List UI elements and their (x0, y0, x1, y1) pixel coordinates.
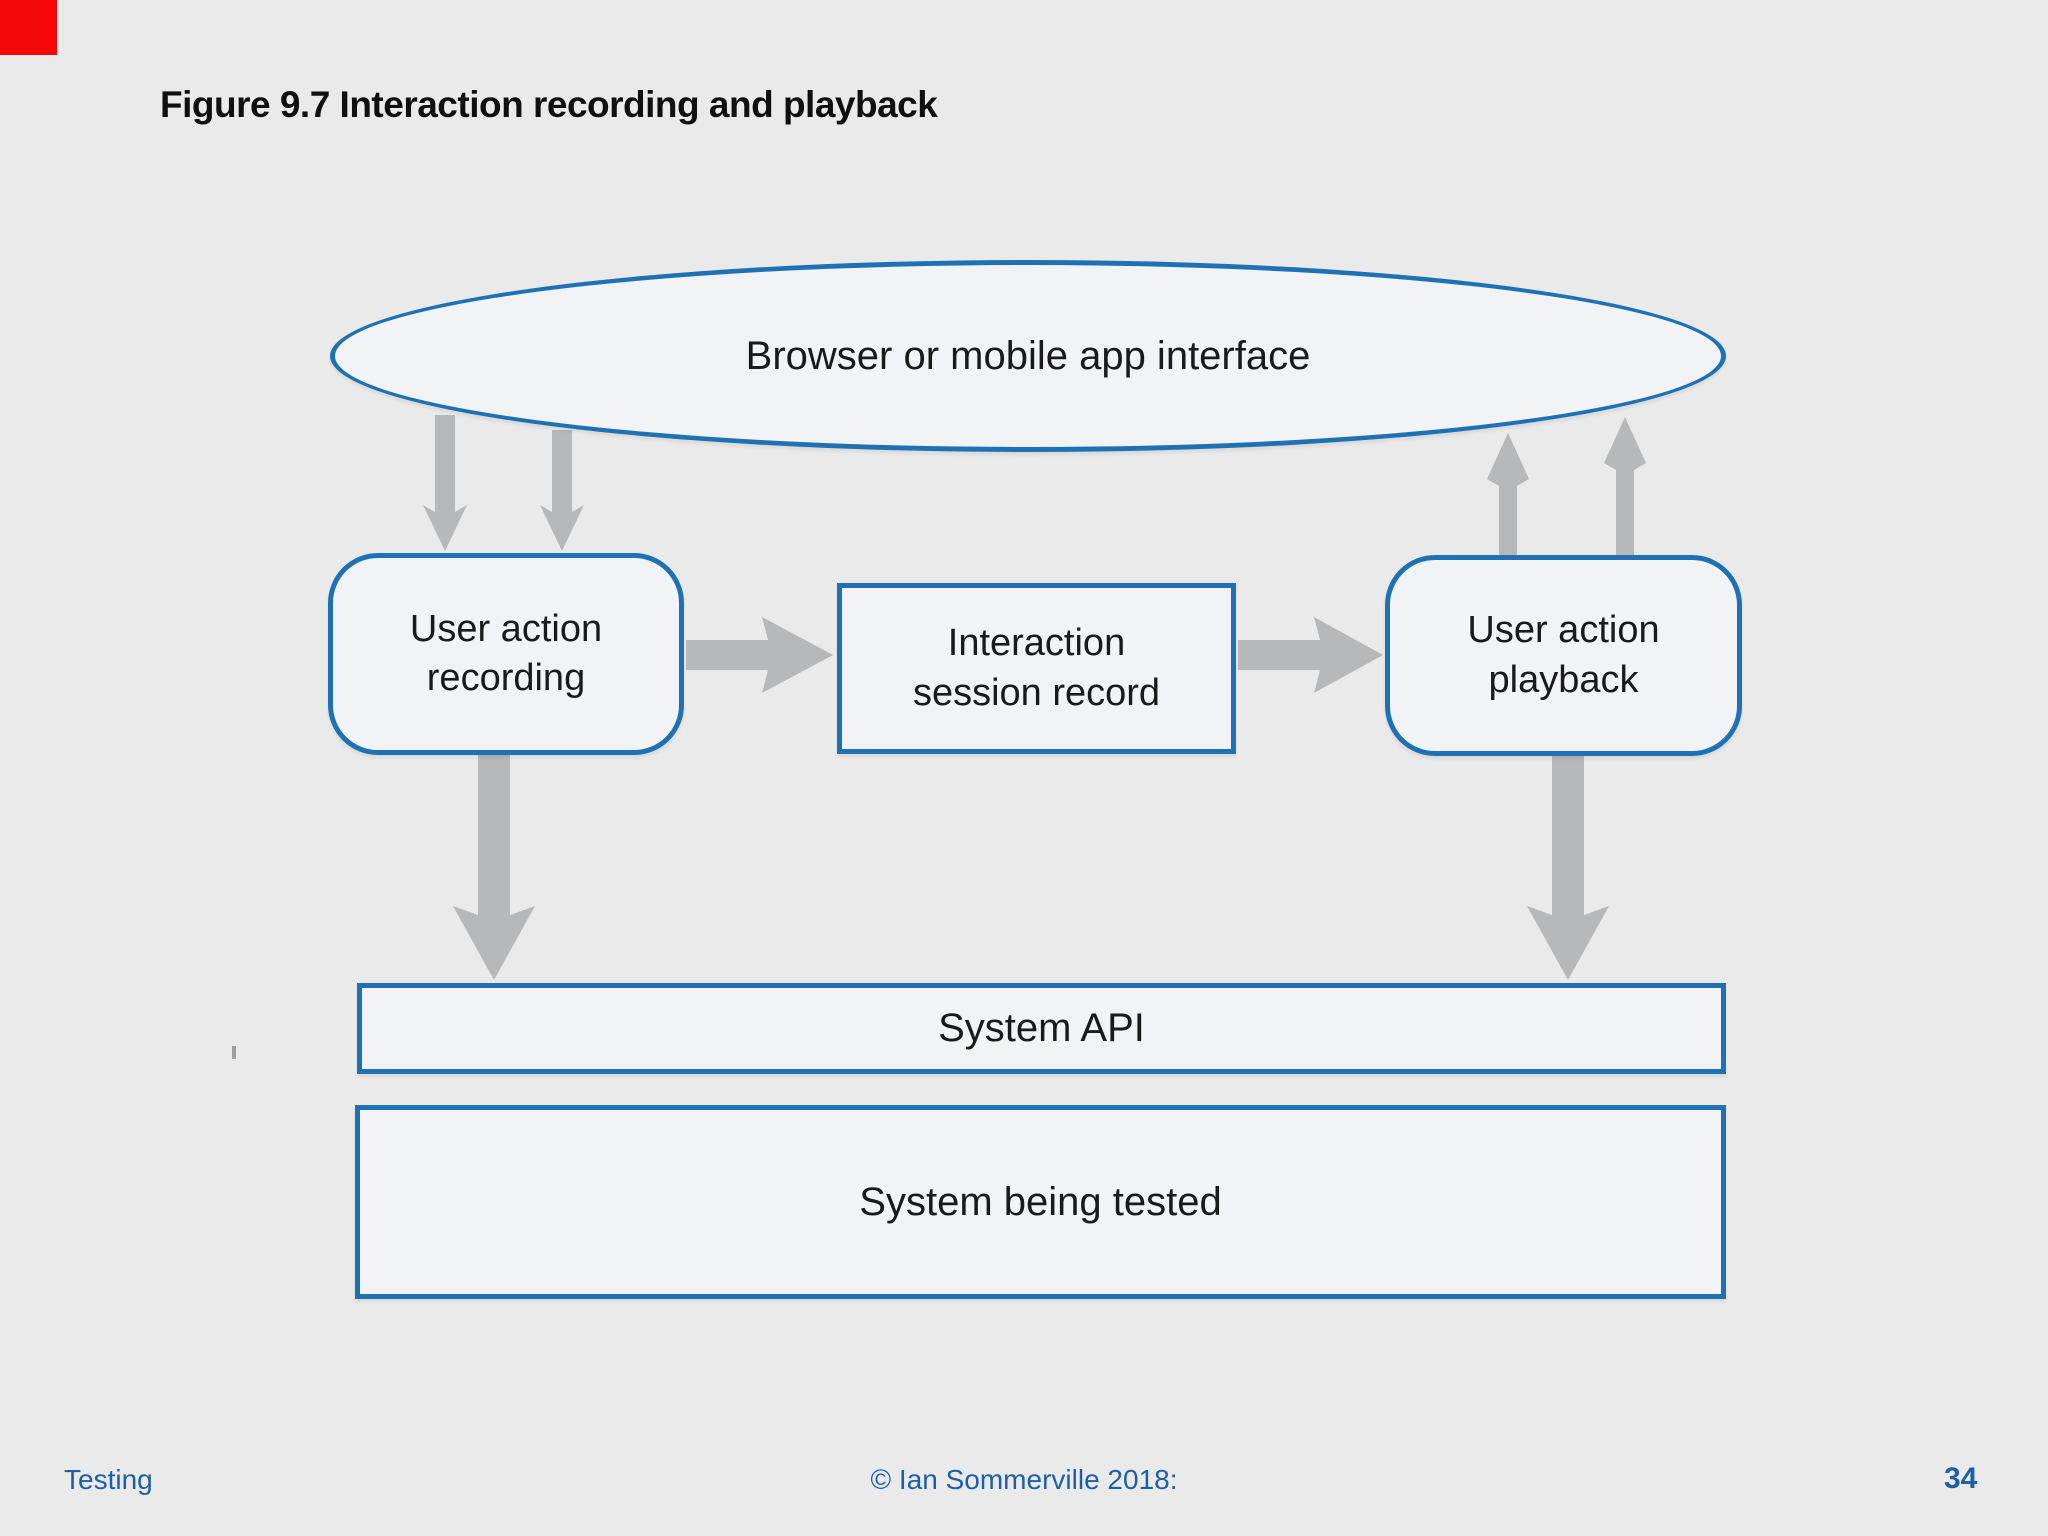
node-system-api-label: System API (938, 1006, 1145, 1050)
node-user-action-recording: User action recording (328, 553, 684, 755)
red-corner-marker (0, 0, 57, 55)
node-browser-interface: Browser or mobile app interface (330, 260, 1726, 452)
node-system-being-tested: System being tested (355, 1105, 1726, 1299)
node-browser-interface-label: Browser or mobile app interface (745, 333, 1311, 378)
node-user-action-playback: User action playback (1385, 555, 1742, 756)
figure-title: Figure 9.7 Interaction recording and pla… (160, 84, 938, 125)
footer-copyright: © Ian Sommerville 2018: (870, 1464, 1178, 1495)
arrow-recording-to-session-icon (686, 617, 833, 693)
node-user-action-playback-label: User action playback (1467, 609, 1660, 701)
arrow-interface-to-recording-2-icon (540, 430, 584, 551)
arrow-interface-to-recording-1-icon (423, 415, 467, 551)
arrow-playback-to-interface-1-icon (1487, 433, 1529, 557)
arrow-playback-to-api-icon (1527, 755, 1609, 980)
node-interaction-session-record-label: Interaction session record (912, 622, 1161, 714)
node-user-action-recording-label: User action recording (409, 607, 603, 699)
node-interaction-session-record: Interaction session record (837, 583, 1236, 754)
footer-section-label: Testing (64, 1464, 153, 1495)
arrow-playback-to-interface-2-icon (1604, 417, 1646, 557)
node-system-being-tested-label: System being tested (859, 1179, 1222, 1224)
arrow-recording-to-api-icon (453, 753, 535, 980)
node-system-api: System API (357, 983, 1726, 1074)
arrow-session-to-playback-icon (1238, 617, 1383, 693)
footer-page-number: 34 (1944, 1462, 1978, 1495)
stray-tick-artifact (232, 1046, 236, 1059)
